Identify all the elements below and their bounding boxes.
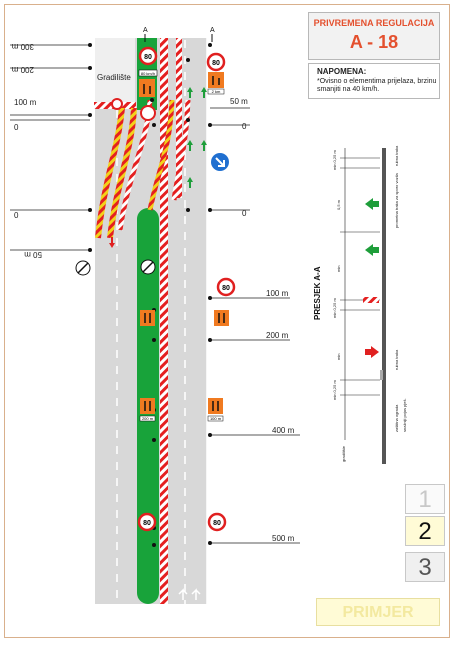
dist-200: 200 m [11,65,34,74]
svg-text:80: 80 [143,520,151,527]
lane-sign-low-left [140,398,155,414]
end-restriction-sign-median [140,259,156,275]
left-distance-lines [10,44,90,251]
plate-dist-top-text: 100 m [210,416,222,421]
svg-text:80: 80 [222,285,230,292]
section-a-right: A [210,27,215,34]
section-a-left: A [143,27,148,34]
cs-side-6: snažniji pojas pješ. [402,398,407,432]
cross-section-road [382,148,386,464]
dist-300: 300 m [11,42,34,51]
note-box: NAPOMENA: *Ovisno o elementima prijelaza… [308,63,440,99]
cs-label-5: min [336,354,341,360]
plate-dist-bottom [139,415,156,422]
dist-400-right: 400 m [272,426,295,435]
title-box: PRIVREMENA REGULACIJA A - 18 [308,12,440,60]
site-label: Gradilište [97,73,131,82]
dist-200-right: 200 m [266,331,289,340]
lane-sign-top-left [139,79,155,97]
cross-section-green-arrow-1 [365,198,379,210]
taper-2 [107,107,137,239]
cs-side-3: rubna traka [394,349,399,370]
cs-side-1: rubna traka [394,145,399,166]
right-distance-lines [210,107,300,544]
speed-sign-09 [140,105,156,121]
road-green-arrows [187,87,207,188]
cross-section-green-arrow-2 [365,244,379,256]
cs-label-3: min [336,266,341,272]
road-white-arrows [178,588,201,600]
cross-section-barrier [363,297,379,303]
dist-0-left-2: 0 [14,211,19,220]
cross-section-red-arrow [365,346,379,358]
svg-text:80: 80 [144,54,152,61]
speed-sign-500-left: 80 [137,512,157,532]
page-1-button[interactable]: 1 [405,484,445,514]
dist-50-left: 50 m [24,250,42,259]
end-restriction-sign-left [75,260,91,276]
cs-label-2: 0,5 m [336,199,341,210]
cs-label-6: min 0,25 m [332,380,337,400]
svg-text:80: 80 [212,60,220,67]
lane-sign-mid-left [140,310,155,326]
left-dots [88,43,92,252]
cross-section-post [380,370,383,380]
road-red-arrows [109,237,115,248]
lane-sign-top-right [208,72,224,88]
speed-sign-500-right: 80 [207,512,227,532]
cs-side-4: zaštitna ograda [394,404,399,432]
site-area [95,38,135,108]
cs-label-4: min 0,25 m [332,298,337,318]
speed-sign-top: 80 [138,46,158,66]
cs-label-1: min 0,25 m [332,150,337,170]
cs-side-5: gradilište [341,445,346,462]
dist-100-right: 100 m [266,289,289,298]
dist-50-right: 50 m [230,97,248,106]
barrier-right [176,38,182,198]
svg-text:80: 80 [213,520,221,527]
taper-4 [147,99,175,211]
plate-speed [138,69,158,77]
plate-range-text: 2 km [212,89,221,94]
no-entry-sign [111,98,123,110]
plate-dist-bottom-text: 200 m [142,416,154,421]
dist-500-right: 500 m [272,534,295,543]
dist-0-right-2: 0 [242,209,247,218]
taper-5 [171,99,191,201]
cross-section-title: PRESJEK A-A [313,266,322,320]
dist-0-left: 0 [14,123,19,132]
page-3-button[interactable]: 3 [405,552,445,582]
page-frame [4,4,450,638]
lane-sign-low-right [208,398,223,414]
plate-dist-top [207,415,224,422]
dist-0-right: 0 [242,122,247,131]
title-line: PRIVREMENA REGULACIJA [313,18,435,28]
note-text: *Ovisno o elementima prijelaza, brzinu s… [317,78,437,93]
speed-sign-top-right: 80 [206,52,226,72]
taper-1 [95,107,125,239]
cs-side-2: prometna traka za sporo vozila [394,173,399,228]
plate-range [207,88,225,95]
speed-sign-300: 80 [216,277,236,297]
page-2-button[interactable]: 2 [405,516,445,546]
lane-sign-mid-right [214,310,229,326]
cross-section-ticks [340,157,380,396]
plate-speed-text: 80 km/h [141,71,155,76]
title-code: A - 18 [349,32,399,52]
note-heading: NAPOMENA: [317,67,367,76]
barrier-median [160,38,168,604]
watermark-primjer: PRIMJER [316,598,440,626]
keep-right-sign [211,153,229,171]
dist-100: 100 m [14,98,37,107]
